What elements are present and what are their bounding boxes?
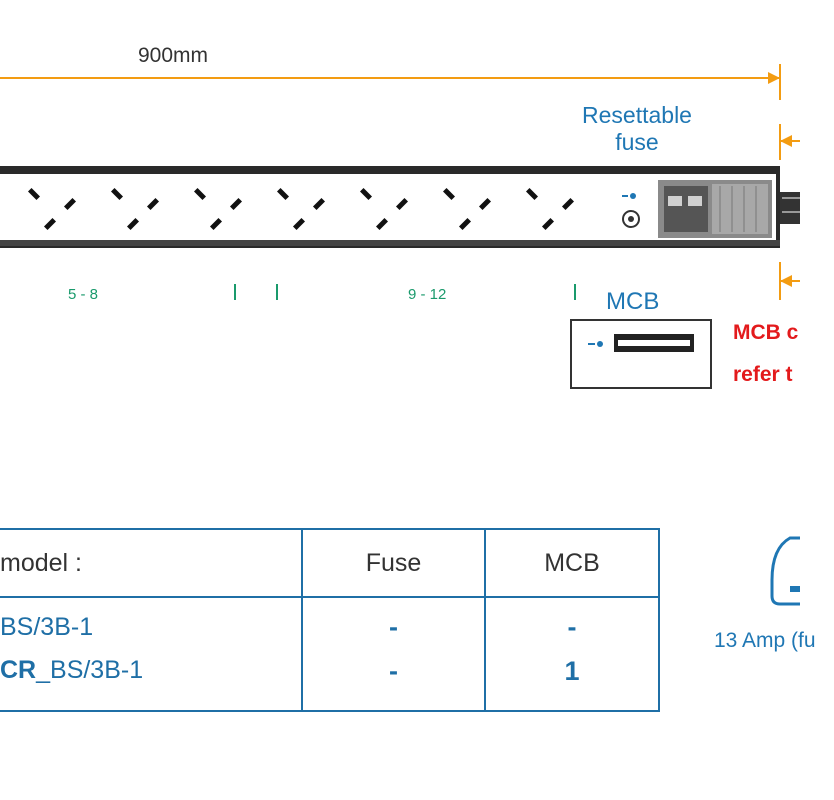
outlet-socket-icon: [359, 187, 409, 231]
outlet-socket-icon: [193, 187, 243, 231]
pdu-bottom-edge: [0, 240, 780, 246]
outlet-socket-icon: [442, 187, 492, 231]
outlet-socket-icon: [525, 187, 575, 231]
model-table: model : Fuse MCB BS/3B-1 - - CR_BS/3B-1 …: [0, 528, 660, 712]
outlet-socket-icon: [276, 187, 326, 231]
mcb-label: MCB: [606, 288, 660, 315]
mcb-cell: 1: [484, 656, 660, 712]
model-cell: CR_BS/3B-1: [0, 656, 303, 712]
length-dimension-arrow: [768, 72, 780, 84]
fuse-dimension-arrow: [780, 135, 792, 147]
power-cable-gland: [780, 192, 800, 224]
outlet-group: [27, 187, 575, 231]
mcb-note-line-2: refer t: [733, 363, 793, 386]
pdu-diagram: [0, 64, 800, 606]
model-table-wrapper: model : Fuse MCB BS/3B-1 - - CR_BS/3B-1 …: [0, 528, 660, 712]
outlet-socket-icon: [27, 187, 77, 231]
mcb-note-line-1: MCB c: [733, 321, 799, 344]
column-header-model: model :: [0, 528, 303, 598]
fuse-cell: -: [301, 656, 486, 712]
column-header-fuse: Fuse: [301, 528, 486, 598]
length-dimension-label: 900mm: [138, 44, 209, 67]
reset-button-icon: [622, 210, 640, 228]
mcb-cell: -: [484, 597, 660, 656]
pdu-face: [0, 174, 776, 240]
resettable-fuse-label: Resettable fuse: [582, 102, 692, 155]
mcb-indicator-icon: [597, 341, 603, 347]
outlet-group-label: 5 - 8: [68, 286, 99, 303]
model-cell: BS/3B-1: [0, 597, 303, 656]
mcb-module: [570, 319, 712, 389]
fuse-cell: -: [301, 597, 486, 656]
plug-rating-label: 13 Amp (fu: [714, 629, 816, 652]
table-row: CR_BS/3B-1 - 1: [0, 656, 660, 712]
column-header-mcb: MCB: [484, 528, 660, 598]
outlet-socket-icon: [110, 187, 160, 231]
outlet-group-label: 9 - 12: [408, 286, 447, 303]
mcb-dimension-arrow: [780, 275, 792, 287]
indicator-light-icon: [630, 193, 636, 199]
table-row: BS/3B-1 - -: [0, 597, 660, 656]
plug-icon: [770, 536, 800, 606]
